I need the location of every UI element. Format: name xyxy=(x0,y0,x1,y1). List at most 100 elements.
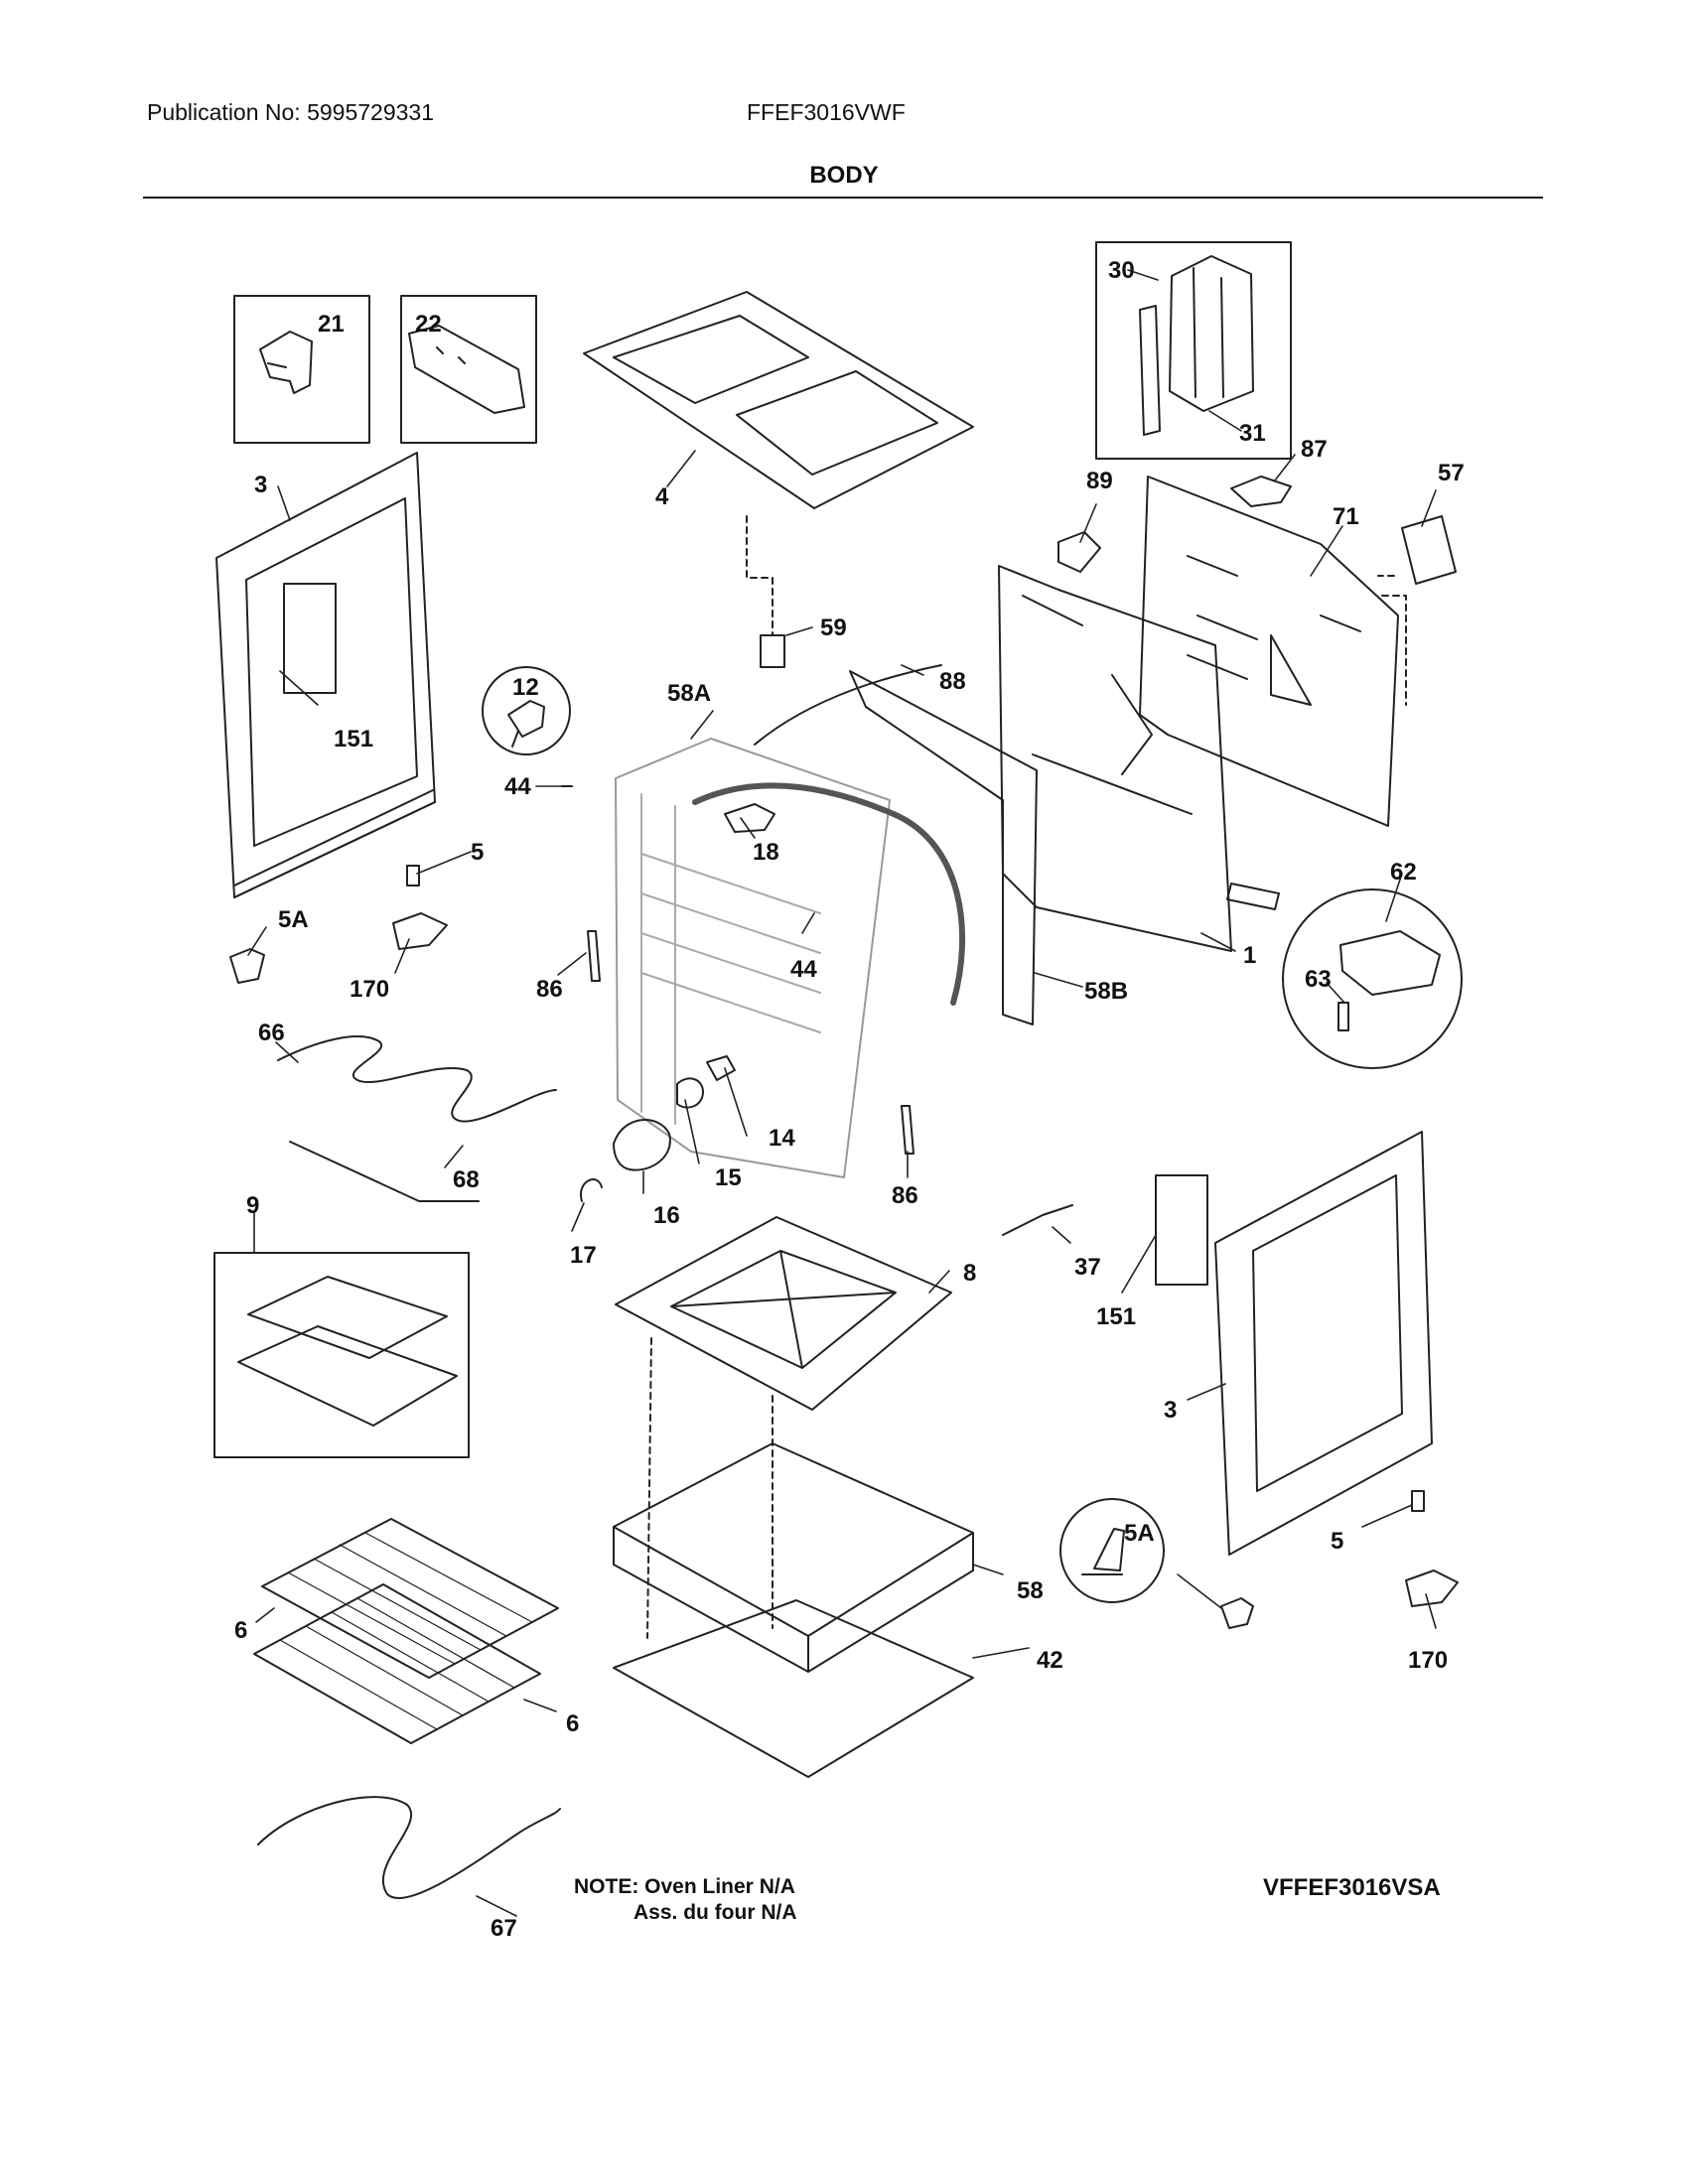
callout-21: 21 xyxy=(318,311,345,338)
part-63-screw xyxy=(1337,1002,1349,1031)
callout-89: 89 xyxy=(1086,468,1113,494)
inset-box-22 xyxy=(400,295,537,444)
callout-86-left: 86 xyxy=(536,976,563,1003)
part-12-detail-circle xyxy=(482,666,571,755)
part-151-right-bracket xyxy=(1155,1174,1208,1286)
callout-57: 57 xyxy=(1438,460,1465,486)
callout-16: 16 xyxy=(653,1202,680,1229)
section-title: BODY xyxy=(809,162,879,189)
callout-151-right: 151 xyxy=(1096,1303,1136,1330)
publication-number: Publication No: 5995729331 xyxy=(147,99,435,125)
inset-box-21 xyxy=(233,295,370,444)
callout-30: 30 xyxy=(1108,257,1135,284)
part-16-lens xyxy=(613,1119,671,1171)
part-58A-oven-cavity xyxy=(615,738,891,1178)
callout-14: 14 xyxy=(769,1125,795,1152)
callout-37: 37 xyxy=(1074,1254,1101,1281)
callout-3-right: 3 xyxy=(1164,1397,1177,1424)
part-66-bake-element xyxy=(277,1035,557,1123)
part-151-left-bracket xyxy=(283,583,337,694)
part-31-strip xyxy=(1139,305,1161,436)
part-62-terminal-block xyxy=(1339,930,1441,996)
note-line-1: NOTE: Oven Liner N/A xyxy=(574,1875,795,1898)
part-14-lamp-socket xyxy=(706,1055,736,1081)
part-18-bracket xyxy=(724,803,775,833)
leader-lines xyxy=(247,269,1437,1917)
callout-5A-left: 5A xyxy=(278,906,309,933)
callout-58: 58 xyxy=(1017,1577,1044,1604)
callout-67: 67 xyxy=(491,1915,517,1942)
callout-66: 66 xyxy=(258,1020,285,1046)
part-89-bracket xyxy=(1057,531,1101,573)
part-57-cover xyxy=(1401,515,1457,585)
callout-42: 42 xyxy=(1037,1647,1063,1674)
callout-3: 3 xyxy=(254,472,267,498)
part-30-cover xyxy=(1169,255,1254,412)
part-5A-leveler-left xyxy=(229,948,265,984)
callout-87: 87 xyxy=(1301,436,1328,463)
part-gasket xyxy=(692,782,966,1006)
part-6-rack-upper xyxy=(261,1518,559,1679)
callout-170-right: 170 xyxy=(1408,1647,1448,1674)
callout-151: 151 xyxy=(334,726,373,752)
part-5A-detail-circle xyxy=(1059,1498,1165,1603)
callout-44-upper: 44 xyxy=(504,773,531,800)
callout-15: 15 xyxy=(715,1164,742,1191)
part-68-wire xyxy=(289,1141,480,1202)
callout-17: 17 xyxy=(570,1242,597,1269)
part-58-insulation xyxy=(613,1442,974,1637)
part-terminal-strip xyxy=(1226,883,1280,910)
part-21-connector xyxy=(259,331,313,394)
inset-box-9 xyxy=(213,1252,470,1458)
callout-63: 63 xyxy=(1305,966,1332,993)
part-8-bottom-panel xyxy=(615,1216,952,1411)
part-170-bracket-left xyxy=(392,912,448,950)
callout-9: 9 xyxy=(246,1192,259,1219)
callout-5-right: 5 xyxy=(1331,1528,1343,1555)
part-87-plate xyxy=(1230,476,1292,507)
callout-170-left: 170 xyxy=(350,976,389,1003)
callout-12: 12 xyxy=(512,674,539,701)
callout-62: 62 xyxy=(1390,859,1417,886)
callout-58B: 58B xyxy=(1084,978,1128,1005)
part-22-bracket xyxy=(408,325,525,414)
part-9-broiler-pan xyxy=(237,1276,458,1427)
callout-68: 68 xyxy=(453,1166,480,1193)
callout-88: 88 xyxy=(939,668,966,695)
part-86-bracket-right xyxy=(901,1105,914,1155)
note-line-2: Ass. du four N/A xyxy=(633,1901,797,1924)
part-86-bracket-left xyxy=(587,930,601,982)
part-42-tray xyxy=(613,1599,974,1778)
part-67-broil-element xyxy=(257,1796,561,1899)
callout-5-left: 5 xyxy=(471,839,484,866)
part-71-back-panel xyxy=(1139,476,1399,827)
part-62-detail-circle xyxy=(1282,888,1463,1069)
callout-18: 18 xyxy=(753,839,779,866)
callout-71: 71 xyxy=(1333,503,1359,530)
callout-6-upper: 6 xyxy=(234,1617,247,1644)
part-leveler-right xyxy=(1220,1597,1254,1629)
callout-86-right: 86 xyxy=(892,1182,918,1209)
callout-6-lower: 6 xyxy=(566,1710,579,1737)
part-4-top-panel xyxy=(583,291,974,509)
callout-22: 22 xyxy=(415,311,442,338)
part-5A-leveler-right xyxy=(1081,1528,1125,1575)
model-number: FFEF3016VWF xyxy=(747,99,906,125)
callout-labels: 21 22 3 151 4 30 31 87 57 89 71 59 88 12… xyxy=(234,257,1465,1942)
drawing-code: VFFEF3016VSA xyxy=(1263,1874,1441,1901)
callout-44-lower: 44 xyxy=(790,956,817,983)
callout-31: 31 xyxy=(1239,420,1266,447)
callout-8: 8 xyxy=(963,1260,976,1287)
part-3-right-side-panel xyxy=(1214,1131,1433,1556)
part-59-spacer xyxy=(760,634,785,668)
note-text: NOTE: Oven Liner N/A Ass. du four N/A xyxy=(574,1874,797,1926)
part-170-bracket-right xyxy=(1405,1570,1459,1607)
callout-5A-right: 5A xyxy=(1124,1520,1155,1547)
part-5-screw-right xyxy=(1411,1490,1425,1512)
part-6-rack-lower xyxy=(253,1583,541,1744)
part-37-wire xyxy=(1002,1204,1073,1236)
callout-58A: 58A xyxy=(667,680,711,707)
part-88-wire xyxy=(754,664,942,746)
part-5-screw-left xyxy=(406,865,420,887)
